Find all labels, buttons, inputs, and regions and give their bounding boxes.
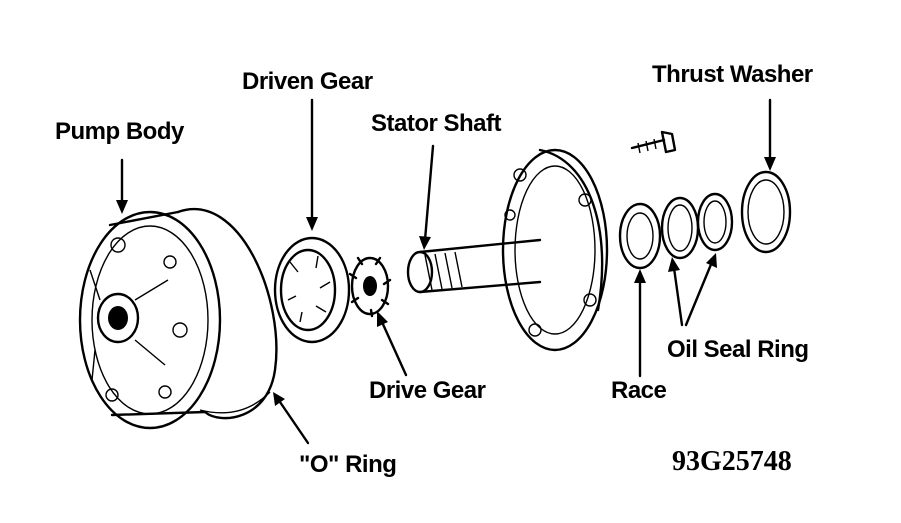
label-thrust-washer: Thrust Washer	[652, 61, 813, 88]
stator-shaft-part	[406, 148, 609, 352]
driven-gear-part	[273, 236, 351, 344]
label-race: Race	[611, 377, 667, 404]
bolt-part	[630, 130, 677, 154]
label-oil-seal-ring: Oil Seal Ring	[667, 336, 809, 363]
race-part	[618, 202, 662, 270]
oil-seal-rings-part	[660, 192, 734, 260]
drive-gear-part	[348, 256, 392, 318]
label-o-ring: "O" Ring	[299, 451, 397, 478]
label-driven-gear: Driven Gear	[242, 68, 373, 95]
figure-code: 93G25748	[672, 446, 792, 477]
pump-body-part	[78, 208, 278, 430]
label-pump-body: Pump Body	[55, 118, 184, 145]
leader-arrows	[116, 98, 776, 445]
o-ring-part	[199, 391, 271, 414]
label-drive-gear: Drive Gear	[369, 377, 486, 404]
thrust-washer-part	[740, 170, 792, 254]
label-stator-shaft: Stator Shaft	[371, 110, 502, 137]
